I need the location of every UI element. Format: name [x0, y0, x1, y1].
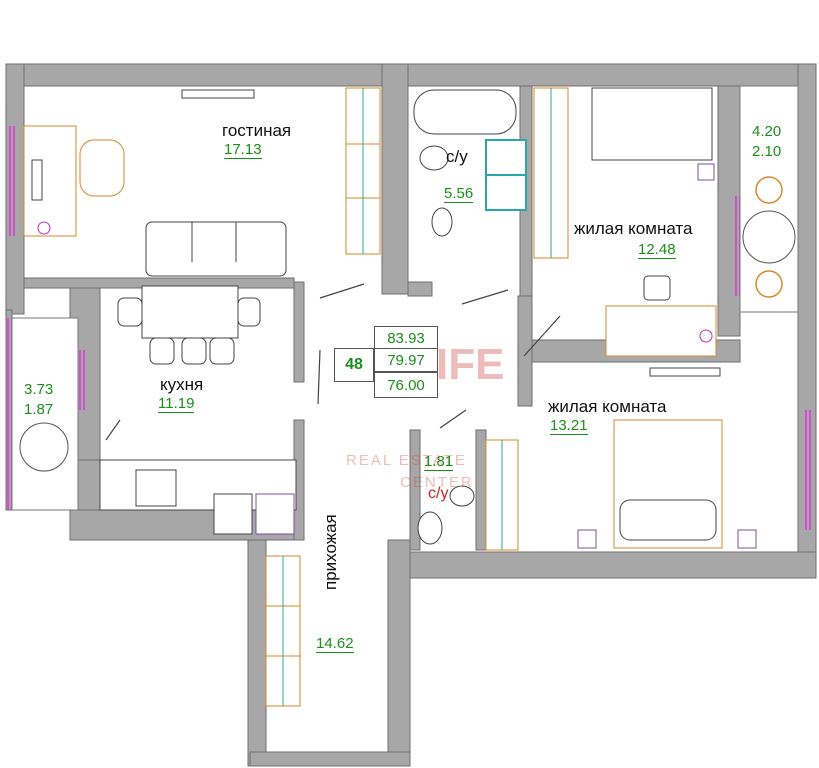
living-room-furniture: [23, 87, 381, 277]
wc-area: 1.81: [424, 453, 454, 471]
balcony-right-area-a: 4.20: [752, 123, 782, 140]
living-room-area: 17.13: [224, 141, 262, 159]
apartment-number: 48: [334, 348, 374, 382]
living-area: 76.00: [374, 372, 438, 398]
hallway-name: прихожая: [321, 514, 340, 590]
living-room-name: гостиная: [222, 121, 292, 140]
kitchen-area: 11.19: [158, 395, 195, 413]
balcony-left-area-b: 1.87: [24, 401, 54, 418]
doors: [105, 283, 561, 441]
wc-name: с/у: [428, 485, 449, 502]
bedroom-1-name: жилая комната: [574, 219, 693, 238]
bedroom-1-furniture: [591, 87, 717, 357]
bedroom-2-name: жилая комната: [548, 397, 667, 416]
balcony-left-area-a: 3.73: [24, 381, 54, 398]
kitchen-name: кухня: [160, 375, 204, 394]
area-2: 79.97: [374, 348, 438, 372]
right-balcony: [739, 85, 799, 313]
total-area: 83.93: [374, 326, 438, 350]
bedroom-1-area: 12.48: [638, 241, 676, 259]
watermark-line-1: REAL ESTATE: [346, 452, 467, 469]
kitchen-furniture: [99, 285, 297, 535]
wc-furniture: [417, 439, 519, 551]
hallway-area: 14.62: [316, 635, 354, 653]
bathroom-area: 5.56: [444, 185, 474, 203]
left-balcony: [11, 317, 79, 511]
walls: [5, 63, 817, 767]
bedroom-2-area: 13.21: [550, 417, 588, 435]
watermark-line-2: CENTER: [400, 474, 474, 491]
bathroom-name: с/у: [446, 147, 468, 166]
bathroom-furniture: [413, 87, 569, 259]
hallway-furniture: [265, 555, 301, 707]
balcony-right-area-b: 2.10: [752, 143, 782, 160]
bedroom-2-furniture: [577, 367, 757, 549]
